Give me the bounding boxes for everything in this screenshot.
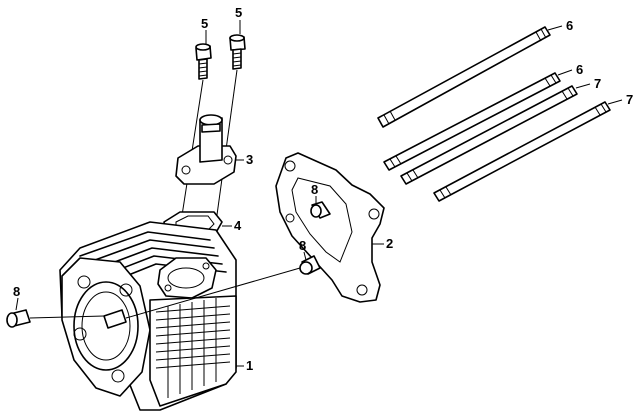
leader-8c	[15, 297, 19, 311]
callout-8-left: 8	[13, 284, 20, 299]
stud-7-lower	[433, 101, 611, 202]
dowel-pin-middle	[299, 255, 321, 275]
leader-6a	[547, 25, 563, 31]
callout-8-middle: 8	[299, 238, 306, 253]
dowel-pin-left	[6, 309, 31, 328]
callout-5-right: 5	[235, 5, 242, 20]
gasket-part-2	[275, 152, 385, 303]
stud-7-upper	[400, 85, 578, 185]
bolt-5-left	[195, 43, 212, 80]
callout-8-gasket: 8	[311, 182, 318, 197]
callout-1: 1	[246, 358, 253, 373]
cylinder-block-part-1	[59, 221, 237, 411]
callout-5-left: 5	[201, 16, 208, 31]
callout-3: 3	[246, 152, 253, 167]
callout-7-upper: 7	[594, 76, 601, 91]
inlet-adaptor-part-3	[175, 114, 237, 185]
leader-6b	[557, 69, 573, 76]
callout-6-upper: 6	[566, 18, 573, 33]
callout-6-lower: 6	[576, 62, 583, 77]
stud-6-lower	[383, 72, 561, 171]
leader-8b	[303, 251, 307, 261]
bolt-5-right	[229, 34, 246, 70]
stud-6-upper	[377, 26, 551, 128]
dowel-pin-on-gasket	[310, 201, 331, 219]
callout-2: 2	[386, 236, 393, 251]
callout-7-lower: 7	[626, 92, 633, 107]
leader-7a	[575, 83, 591, 89]
leader-7b	[607, 99, 623, 105]
callout-4: 4	[234, 218, 242, 233]
